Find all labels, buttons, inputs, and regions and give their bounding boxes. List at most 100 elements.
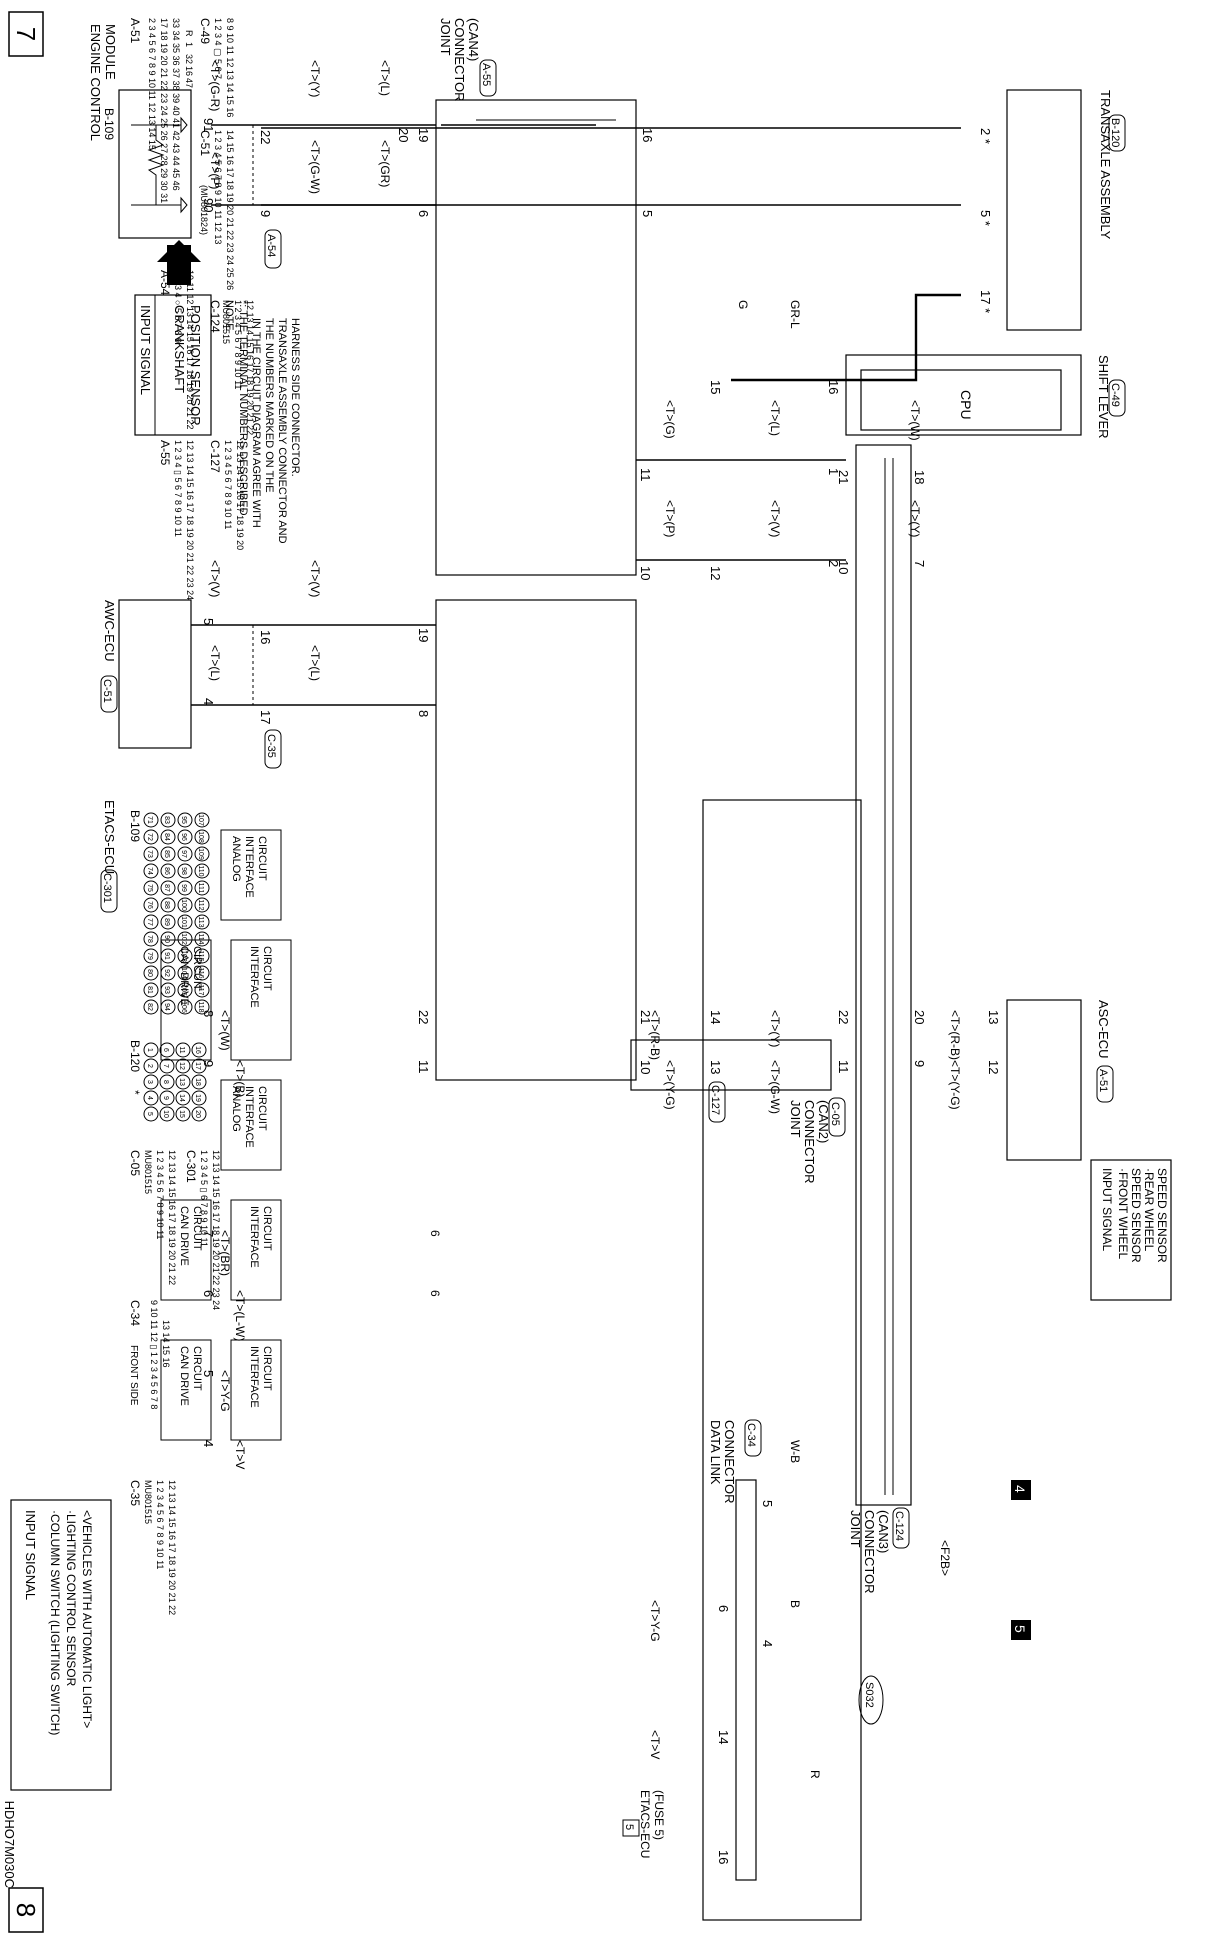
ground-ref-4-box [1011, 1480, 1031, 1500]
cv-a55-r1: 1 2 3 4 ▯ 5 6 7 8 9 10 11 [173, 440, 183, 537]
wire-label-et8: <T>(W) [218, 1010, 232, 1051]
cv-a51-side-1: 1 [184, 42, 194, 47]
transaxle-pin-5: 5 * [978, 210, 993, 226]
crank-input-box [134, 294, 212, 436]
connector-pin-ring [143, 999, 159, 1015]
wire-label-c15-g: <T>(G) [663, 400, 677, 439]
c127-tag: C-127 [709, 1085, 721, 1115]
connector-pin-number: 89 [163, 918, 170, 926]
analog-if-1 [220, 829, 282, 921]
connector-pin-ring [191, 1058, 207, 1074]
connector-pin-number: 13 [178, 1078, 185, 1086]
connector-pin-ring [160, 982, 176, 998]
connector-pin-number: 115 [197, 950, 204, 961]
asc-tag-box [1096, 1065, 1114, 1103]
page-number-box-right [8, 1887, 44, 1933]
analog-if-2-l1: ANALOG [230, 1086, 242, 1132]
connector-pin-ring [160, 846, 176, 862]
wire-label-asc-rb: <T>(R-B) [948, 1010, 962, 1060]
dlc-pin-5: 5 [760, 1500, 775, 1507]
connector-pin-number: 75 [146, 884, 153, 892]
cv-c124-r2: 12 13 14 15 16 17 18 19 20 21 22 [245, 300, 255, 435]
jc2-tag: C-05 [829, 1102, 841, 1126]
a54-pin-9: 9 [258, 210, 273, 217]
cv-c301-title: C-301 [184, 1150, 198, 1183]
connector-pin-ring [177, 948, 193, 964]
connector-pin-ring [159, 1042, 175, 1058]
crank-input-title: INPUT SIGNAL [138, 305, 153, 395]
jc2-box [630, 1039, 832, 1091]
wire-label-et7: <T>(BR) [218, 1230, 232, 1276]
dlc-box [735, 1479, 757, 1881]
connector-pin-number: 76 [146, 901, 153, 909]
jc4-label-3: (CAN4) [466, 18, 481, 61]
dlc-pin-16: 16 [716, 1850, 731, 1864]
transaxle-assembly: TRANSAXLE ASSEMBLY B-120 [1006, 89, 1126, 331]
wire-label-y-top: <T>(Y) [308, 60, 322, 97]
jc4-pin-6: 6 [416, 210, 431, 217]
cv-b120-star: * [128, 1090, 142, 1095]
can-drive-2-l2: CIRCUIT [191, 1206, 203, 1251]
connector-pin-number: 9 [162, 1096, 169, 1100]
cv-a54-title: A-54 [158, 270, 172, 296]
connector-pin-number: 92 [163, 969, 170, 977]
jc4-label-2: CONNECTOR [452, 18, 467, 102]
connector-pin-ring [160, 965, 176, 981]
connector-pin-ring [194, 897, 210, 913]
connector-pin-number: 117 [197, 984, 204, 995]
connector-pin-number: 3 [146, 1080, 153, 1084]
cv-c301-r2: 12 13 14 15 16 17 18 19 20 21 22 23 24 [211, 1150, 221, 1310]
jc2-pin-22: 22 [416, 1010, 431, 1024]
wire-label-b: B [788, 1600, 802, 1608]
etacs-tag-box [100, 869, 118, 913]
connector-pin-number: 17 [194, 1062, 201, 1070]
dlc-label-2: CONNECTOR [722, 1420, 737, 1504]
connector-pin-ring [194, 863, 210, 879]
connector-pin-number: 98 [180, 867, 187, 875]
wire-label-awc-l: <T>(L) [208, 645, 222, 681]
cv-c124-title: C-124 [208, 300, 222, 333]
connector-pin-ring [194, 914, 210, 930]
jc4-label-1: JOINT [438, 18, 453, 56]
wire-label-r: R [808, 1770, 822, 1779]
ecm-box [118, 89, 192, 239]
cv-a55-r2: 12 13 14 15 16 17 18 19 20 21 22 23 24 [185, 440, 195, 600]
analog-if-2-l2: INTERFACE [243, 1086, 255, 1148]
analog-if-1-l1: ANALOG [230, 836, 242, 882]
shift-tag-box [1108, 379, 1126, 417]
ground-ref-5-box [1011, 1620, 1031, 1640]
cv-c35-sub: MU801515 [143, 1480, 153, 1524]
connector-pin-number: 81 [146, 986, 153, 994]
jc2-pin-11: 11 [416, 1060, 431, 1074]
cv-a54-r2: 10 11 12 13 14 15 16 17 18 19 20 21 22 [185, 270, 195, 429]
wire-label-f2b: <F2B> [938, 1540, 952, 1576]
connector-pin-number: 113 [197, 916, 204, 927]
connector-pin-ring [177, 999, 193, 1015]
a54-tag: A-54 [265, 234, 277, 257]
jc4-tag-box [479, 59, 497, 97]
cv-c49-r1: 1 2 3 4 ▢ 5 6 7 [213, 18, 223, 79]
analog-if-2-l3: CIRCUIT [256, 1086, 268, 1131]
connector-pin-number: 93 [163, 986, 170, 994]
connector-pin-ring [143, 1058, 159, 1074]
connector-pin-number: 82 [146, 1003, 153, 1011]
connector-pin-number: 104 [180, 967, 187, 979]
connector-pin-ring [194, 880, 210, 896]
connector-pin-ring [177, 880, 193, 896]
connector-pin-number: 91 [163, 952, 170, 960]
wire-label-c14: <T>(Y) [768, 1010, 782, 1047]
connector-pin-number: 105 [180, 984, 187, 996]
etacs-input-title: INPUT SIGNAL [23, 1510, 38, 1600]
etacs-tag: C-301 [101, 873, 113, 903]
connector-pin-number: 5 [146, 1112, 153, 1116]
connector-pin-ring [177, 846, 193, 862]
wheel-input-box [1090, 1159, 1172, 1301]
c127-pin-13: 13 [708, 1060, 723, 1074]
connector-pin-ring [143, 948, 159, 964]
interface-3 [230, 1339, 282, 1441]
page-ref-6-a: 6 [428, 1230, 442, 1237]
cpu-box [860, 369, 1062, 431]
connector-pin-ring [194, 965, 210, 981]
connector-pin-ring [194, 846, 210, 862]
